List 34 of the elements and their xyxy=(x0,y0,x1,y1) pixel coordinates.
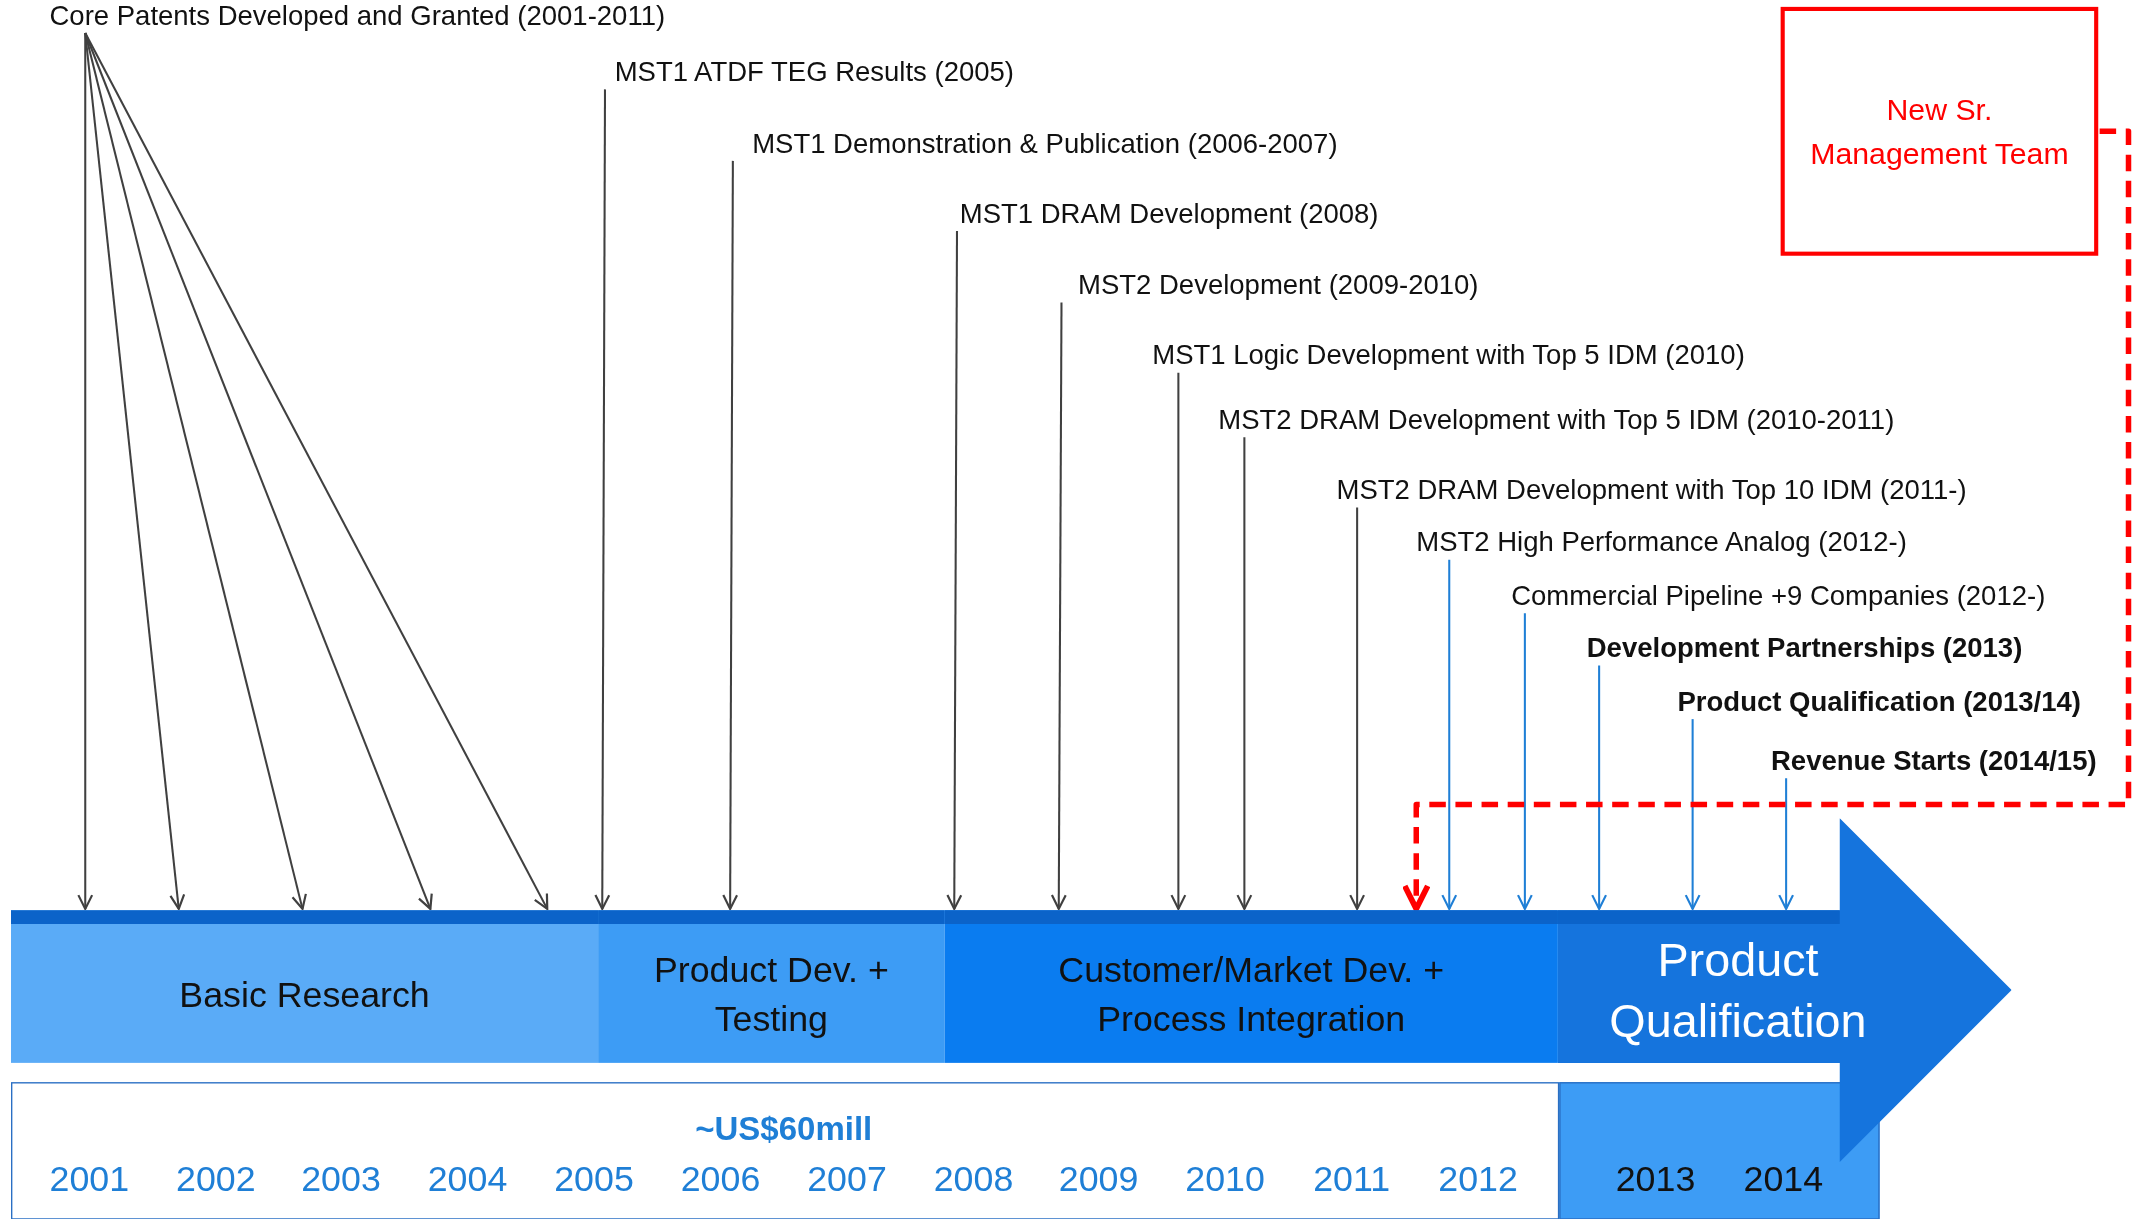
year-label: 2001 xyxy=(49,1157,130,1199)
arrow xyxy=(946,231,963,910)
phase-bar: Basic Research xyxy=(11,910,599,1063)
year-label: 2008 xyxy=(933,1157,1014,1199)
phase-banner: Product Qualification xyxy=(1557,818,2012,1162)
year-label: 2005 xyxy=(554,1157,634,1199)
year-label: 2002 xyxy=(176,1157,256,1199)
arrow xyxy=(1349,507,1366,910)
arrow xyxy=(84,32,186,910)
arrow xyxy=(1591,665,1608,910)
arrow xyxy=(1401,128,2132,912)
arrow xyxy=(1236,437,1253,910)
arrow xyxy=(1441,559,1458,910)
year-label: 2009 xyxy=(1058,1157,1139,1199)
funding-label: ~US$60mill xyxy=(695,1108,873,1149)
year-label: 2012 xyxy=(1438,1157,1518,1199)
arrow xyxy=(722,160,739,910)
year-label: 2003 xyxy=(301,1157,381,1199)
arrow xyxy=(84,32,549,910)
arrow xyxy=(1516,613,1533,910)
year-label: 2006 xyxy=(680,1157,761,1199)
callout-box: New Sr. Management Team xyxy=(1780,6,2099,256)
year-label: 2010 xyxy=(1185,1157,1265,1199)
arrow xyxy=(1050,302,1067,910)
arrow xyxy=(77,33,94,910)
phase-bar: Product Dev. + Testing xyxy=(598,910,945,1063)
arrow xyxy=(1684,719,1701,910)
year-label: 2004 xyxy=(427,1157,508,1199)
phase-bar: Customer/Market Dev. + Process Integration xyxy=(944,910,1558,1063)
arrow xyxy=(1170,372,1187,910)
arrow xyxy=(594,89,611,910)
arrow xyxy=(1778,778,1795,910)
year-label: 2007 xyxy=(807,1157,887,1199)
year-label: 2011 xyxy=(1313,1157,1391,1199)
